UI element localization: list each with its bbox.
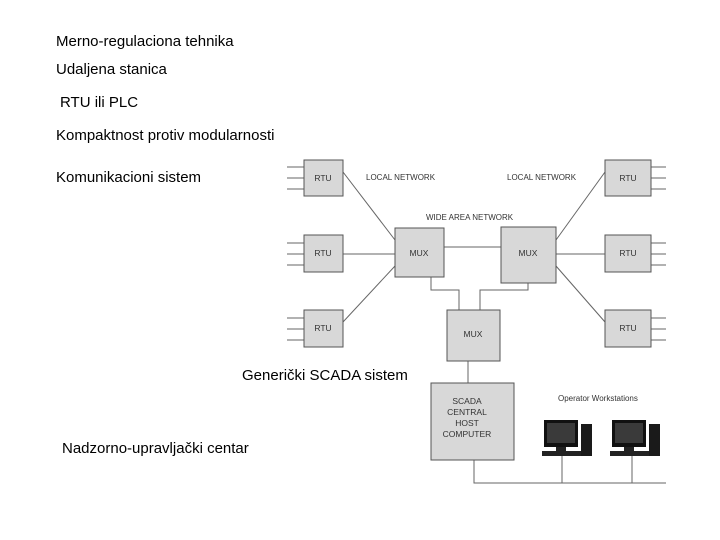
bullet-rtu-plc: RTU ili PLC xyxy=(60,94,139,111)
rtu-box-right-3 xyxy=(604,309,652,348)
local-network-right-label: LOCAL NETWORK xyxy=(507,173,577,182)
right-rtu-stubs xyxy=(651,166,666,341)
mux-label-right: MUX xyxy=(519,248,538,258)
mux-label-center: MUX xyxy=(464,329,483,339)
connection-lines xyxy=(342,171,666,484)
bullet-kompaktnost: Kompaktnost protiv modularnosti xyxy=(56,127,275,144)
rtu-box-left-1 xyxy=(303,159,344,197)
rtu-box-right-2 xyxy=(604,234,652,273)
workstation-icon-2 xyxy=(610,420,660,456)
center-caption: Nadzorno-upravljački centar xyxy=(62,440,249,457)
bullet-udaljena-stanica: Udaljena stanica xyxy=(56,61,167,78)
scada-caption: Generički SCADA sistem xyxy=(242,367,408,384)
left-rtu-stubs xyxy=(287,166,304,341)
rtu-label-right-1: RTU xyxy=(619,173,636,183)
rtu-box-left-3 xyxy=(303,309,344,348)
rtu-box-left-2 xyxy=(303,234,344,273)
mux-box-left xyxy=(394,227,445,278)
rtu-label-left-3: RTU xyxy=(314,323,331,333)
bullet-merno-regulaciona: Merno-regulaciona tehnika xyxy=(56,33,234,50)
scada-host-line-3: HOST xyxy=(455,418,479,428)
rtu-label-left-1: RTU xyxy=(314,173,331,183)
local-network-left-label: LOCAL NETWORK xyxy=(366,173,436,182)
mux-box-center xyxy=(446,309,501,362)
rtu-label-right-3: RTU xyxy=(619,323,636,333)
scada-host-line-2: CENTRAL xyxy=(447,407,487,417)
mux-box-right xyxy=(500,226,557,284)
wide-area-network-label: WIDE AREA NETWORK xyxy=(426,213,514,222)
scada-host-line-4: COMPUTER xyxy=(443,429,492,439)
rtu-box-right-1 xyxy=(604,159,652,197)
rtu-label-right-2: RTU xyxy=(619,248,636,258)
bullet-komunikacioni: Komunikacioni sistem xyxy=(56,169,202,186)
scada-host-line-1: SCADA xyxy=(452,396,482,406)
mux-label-left: MUX xyxy=(410,248,429,258)
scada-host-box xyxy=(430,382,515,461)
workstation-icon-1 xyxy=(542,420,592,456)
rtu-label-left-2: RTU xyxy=(314,248,331,258)
operator-workstations-label: Operator Workstations xyxy=(558,394,638,403)
